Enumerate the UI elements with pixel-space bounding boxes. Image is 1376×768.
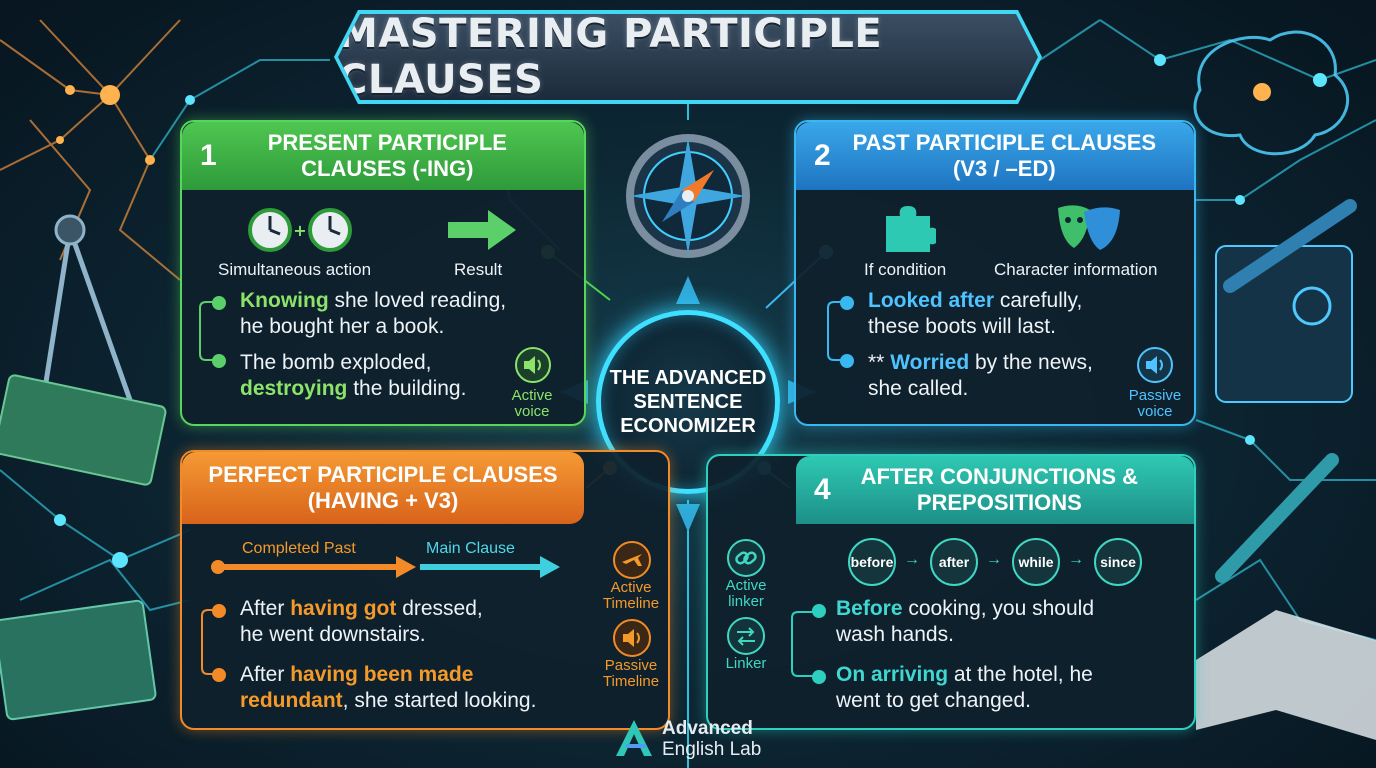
example-knowing: Knowing she loved reading, he bought her…	[240, 289, 507, 338]
bullet-dot	[840, 296, 854, 310]
section1-header: 1 PRESENT PARTICIPLE CLAUSES (-ING)	[182, 122, 584, 190]
section1-heading: PRESENT PARTICIPLE CLAUSES (-ING)	[267, 130, 507, 181]
arrow-right-icon	[448, 210, 516, 250]
section1-number: 1	[200, 139, 217, 172]
arrow-right-icon: →	[1068, 551, 1084, 568]
bullet-dot	[812, 604, 826, 618]
bullet-dot	[212, 354, 226, 368]
bullet-bracket	[199, 301, 222, 361]
brand-logo-icon	[616, 720, 652, 756]
airplane-icon	[613, 541, 651, 579]
chain-link-icon	[727, 539, 765, 577]
speaker-icon	[613, 619, 651, 657]
simultaneous-action-label: Simultaneous action	[218, 260, 372, 279]
arrow-right-icon: →	[986, 551, 1002, 568]
word-before: before	[848, 538, 896, 586]
word-while: while	[1012, 538, 1060, 586]
section4-heading: AFTER CONJUNCTIONS & PREPOSITIONS	[860, 464, 1139, 515]
section4-number: 4	[814, 473, 831, 506]
if-condition-label: If condition	[864, 260, 947, 279]
example-before-cooking: Before cooking, you should wash hands.	[836, 597, 1094, 646]
bullet-bracket	[827, 301, 850, 361]
active-linker-label: Active linker	[725, 577, 767, 610]
bullet-dot	[840, 354, 854, 368]
clock-plus-clock-icon: +	[248, 208, 352, 252]
section-past-participle: 2 PAST PARTICIPLE CLAUSES (V3 / –ED) If …	[794, 120, 1196, 426]
section-conjunctions-prepositions: 4 AFTER CONJUNCTIONS & PREPOSITIONS befo…	[706, 454, 1196, 730]
example-having-got: After having got dressed, he went downst…	[240, 597, 483, 646]
page-title: MASTERING PARTICIPLE CLAUSES	[338, 11, 883, 103]
main-clause-label: Main Clause	[426, 540, 515, 557]
example-having-been-made: After having been made redundant, she st…	[240, 663, 537, 712]
svg-text:+: +	[293, 221, 306, 240]
linker-label: Linker	[725, 655, 767, 672]
section2-number: 2	[814, 139, 831, 172]
puzzle-icon	[886, 206, 936, 252]
completed-past-label: Completed Past	[242, 540, 356, 557]
character-information-label: Character information	[994, 260, 1158, 279]
section-present-participle: 1 PRESENT PARTICIPLE CLAUSES (-ING) + Si…	[180, 120, 586, 426]
section4-header: 4 AFTER CONJUNCTIONS & PREPOSITIONS	[796, 456, 1194, 524]
word-since: since	[1094, 538, 1142, 586]
example-looked-after: Looked after carefully, these boots will…	[868, 289, 1083, 338]
bullet-bracket	[791, 611, 814, 677]
swap-icon	[727, 617, 765, 655]
result-label: Result	[454, 260, 503, 279]
example-worried: ** Worried by the news, she called.	[868, 351, 1093, 400]
center-label: THE ADVANCED SENTENCE ECONOMIZER	[609, 367, 767, 437]
passive-voice-label: Passive voice	[1128, 387, 1182, 420]
section3-header: PERFECT PARTICIPLE CLAUSES (HAVING + V3)	[182, 452, 584, 524]
example-on-arriving: On arriving at the hotel, he went to get…	[836, 663, 1093, 712]
example-destroying: The bomb exploded, destroying the buildi…	[240, 351, 467, 400]
title-banner: MASTERING PARTICIPLE CLAUSES	[338, 14, 1038, 100]
bullet-dot	[212, 668, 226, 682]
active-voice-label: Active voice	[511, 387, 553, 420]
section2-header: 2 PAST PARTICIPLE CLAUSES (V3 / –ED)	[796, 122, 1194, 190]
passive-timeline-label: Passive Timeline	[602, 657, 660, 690]
bullet-bracket	[201, 609, 224, 675]
bullet-dot	[212, 604, 226, 618]
compass-icon	[626, 134, 750, 258]
active-timeline-label: Active Timeline	[602, 579, 660, 612]
timeline-arrow	[211, 556, 560, 578]
theater-mask-icon	[1058, 205, 1120, 250]
speaker-icon	[515, 347, 551, 383]
bullet-dot	[212, 296, 226, 310]
section2-heading: PAST PARTICIPLE CLAUSES (V3 / –ED)	[852, 130, 1157, 181]
brand-name: Advanced English Lab	[662, 718, 762, 760]
section-perfect-participle: PERFECT PARTICIPLE CLAUSES (HAVING + V3)…	[180, 450, 670, 730]
speaker-icon	[1137, 347, 1173, 383]
bullet-dot	[812, 670, 826, 684]
section3-heading: PERFECT PARTICIPLE CLAUSES (HAVING + V3)	[208, 462, 558, 513]
arrow-right-icon: →	[904, 551, 920, 568]
word-after: after	[930, 538, 978, 586]
